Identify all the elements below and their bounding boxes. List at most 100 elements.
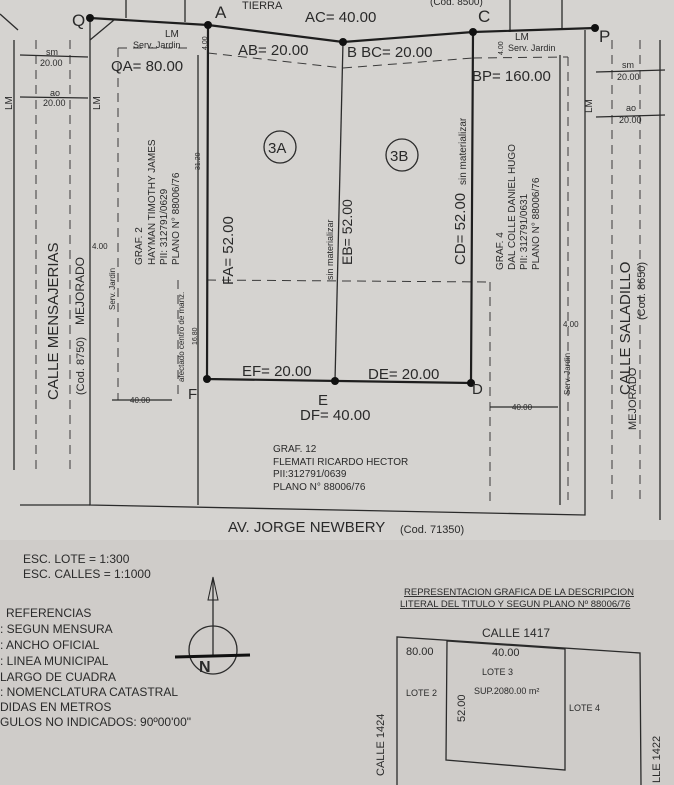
top-street-cod: (Cod. 8500): [430, 0, 483, 8]
plan-label: HAYMAN TIMOTHY JAMES: [147, 139, 158, 265]
left-street-name: CALLE MENSAJERIAS: [45, 242, 62, 400]
plan-label: LOTE 4: [569, 703, 600, 713]
plan-label: 80.00: [406, 646, 434, 658]
plan-label: PII:312791/0639: [273, 469, 347, 480]
lm-label: LM: [92, 96, 103, 110]
plan-label: N: [199, 659, 211, 676]
graf-12-owner: GRAF. 12 FLEMATI RICARDO HECTOR PII:3127…: [273, 444, 408, 493]
plan-label: GRAF. 4: [495, 232, 506, 270]
plan-line: [339, 38, 347, 46]
references-title: REFERENCIAS: [6, 606, 91, 620]
lot-3b-circle: [385, 138, 419, 172]
lot-3a-label: 3A: [268, 140, 286, 157]
point-e: E: [318, 392, 328, 409]
top-street-label: TIERRA: [242, 0, 283, 12]
plan-label: SUP.2080.00 m²: [474, 686, 539, 696]
plan-label: PLANO N° 88006/76: [273, 482, 366, 493]
ao-label: ao: [50, 88, 60, 98]
plan-line: [89, 19, 115, 41]
plan-line: [19, 96, 89, 99]
plan-label: 52.00: [456, 694, 468, 722]
graf-2-owner: GRAF. 2 HAYMAN TIMOTHY JAMES PII: 312791…: [134, 139, 182, 265]
lot-3b-label: 3B: [390, 148, 408, 165]
plan-label: LOTE 2: [406, 688, 437, 698]
plan-line: [86, 14, 599, 387]
dim-ab: AB= 20.00: [238, 42, 308, 59]
left-street-state: MEJORADO: [73, 257, 87, 325]
serv-jardin-label: Serv. Jardin: [508, 43, 555, 53]
point-c: C: [478, 7, 490, 26]
legend: ESC. LOTE = 1:300 ESC. CALLES = 1:1000 R…: [0, 552, 191, 729]
plan-line: [396, 636, 642, 785]
lm-label: LM: [4, 96, 15, 110]
lot-3a-circle: [263, 130, 297, 164]
dim-40-left: 40.00: [130, 396, 151, 405]
plan-line: [207, 52, 344, 69]
plan-label: DIDAS EN METROS: [0, 700, 111, 714]
dim-cd: CD= 52.00: [452, 193, 469, 265]
block-outline: [89, 18, 586, 516]
afectado-label: afectado centro de manz.: [177, 292, 186, 382]
dim-eb: EB= 52.00: [339, 199, 355, 265]
dim-40-right: 40.00: [512, 403, 533, 412]
plan-label: REPRESENTACION GRAFICA DE LA DESCRIPCION: [404, 587, 634, 598]
lot-division: [334, 41, 344, 382]
bottom-street-name: AV. JORGE NEWBERY: [228, 519, 385, 536]
dim-de: DE= 20.00: [368, 366, 439, 383]
plan-line: [331, 377, 339, 385]
right-street-state: MEJORADO: [627, 367, 639, 430]
plan-label: GULOS NO INDICADOS: 90º00'00": [0, 715, 191, 729]
plan-label: : ANCHO OFICIAL: [0, 638, 100, 652]
plan-label: PLANO N° 88006/76: [171, 172, 182, 265]
plan-label: GRAF. 2: [134, 227, 145, 265]
dim-20-ao-left: 20.00: [43, 98, 66, 108]
point-f: F: [188, 386, 197, 403]
right-street-lines: [595, 40, 666, 520]
dim-20-ao-right: 20.00: [619, 115, 642, 125]
plan-label: DAL COLLE DANIEL HUGO: [507, 144, 518, 270]
plan-label: GRAF. 12: [273, 444, 317, 455]
plan-line: [467, 379, 475, 387]
plan-label: : SEGUN MENSURA: [0, 622, 113, 636]
plan-label: : NOMENCLATURA CATASTRAL: [0, 685, 178, 699]
bottom-street-cod: (Cod. 71350): [400, 524, 464, 536]
lm-label: LM: [584, 99, 595, 113]
dim-bp: BP= 160.00: [472, 68, 551, 85]
ao-label: ao: [626, 103, 636, 113]
plan-label: FLEMATI RICARDO HECTOR: [273, 457, 408, 468]
plan-line: [445, 640, 566, 771]
plan-label: : LINEA MUNICIPAL: [0, 654, 109, 668]
sin-materializar-cd: sin materializar: [458, 117, 469, 185]
dim-qa: QA= 80.00: [111, 58, 183, 75]
lm-label: LM: [515, 32, 529, 43]
dim-fa: FA= 52.00: [220, 216, 237, 285]
title-inset: REPRESENTACION GRAFICA DE LA DESCRIPCION…: [375, 587, 663, 785]
scale-streets: ESC. CALLES = 1:1000: [23, 567, 151, 581]
dim-ac: AC= 40.00: [305, 9, 376, 26]
plan-line: [0, 540, 674, 785]
serv-jardin-label: Serv. Jardin: [133, 40, 180, 50]
plan-line: [591, 24, 599, 32]
dim-4-left: 4.00: [92, 242, 108, 251]
scale-lot: ESC. LOTE = 1:300: [23, 552, 130, 566]
plan-label: LLE 1422: [651, 736, 663, 783]
graf-4-owner: GRAF. 4 DAL COLLE DANIEL HUGO PII: 31279…: [495, 144, 542, 270]
dim-4-right: 4.00: [563, 320, 579, 329]
left-street-cod: (Cod. 8750): [75, 337, 87, 395]
right-street-name: CALLE SALADILLO: [617, 262, 634, 395]
plan-label: LOTE 3: [482, 667, 513, 677]
right-street-cod: (Cod. 8650): [636, 262, 648, 320]
plan-label: CALLE 1424: [375, 714, 387, 776]
plan-line: [206, 279, 491, 283]
plan-line: [595, 114, 666, 118]
lm-label: LM: [165, 29, 179, 40]
point-d: D: [472, 381, 483, 398]
dim-16-80: 16.80: [192, 327, 199, 345]
dim-df: DF= 40.00: [300, 407, 370, 424]
plan-line: [203, 375, 211, 383]
left-street-lines: [0, 13, 89, 470]
serv-jardin-label: Serv. Jardin: [108, 268, 117, 310]
plan-label: 40.00: [492, 647, 520, 659]
north-arrow-icon: N: [174, 576, 251, 676]
